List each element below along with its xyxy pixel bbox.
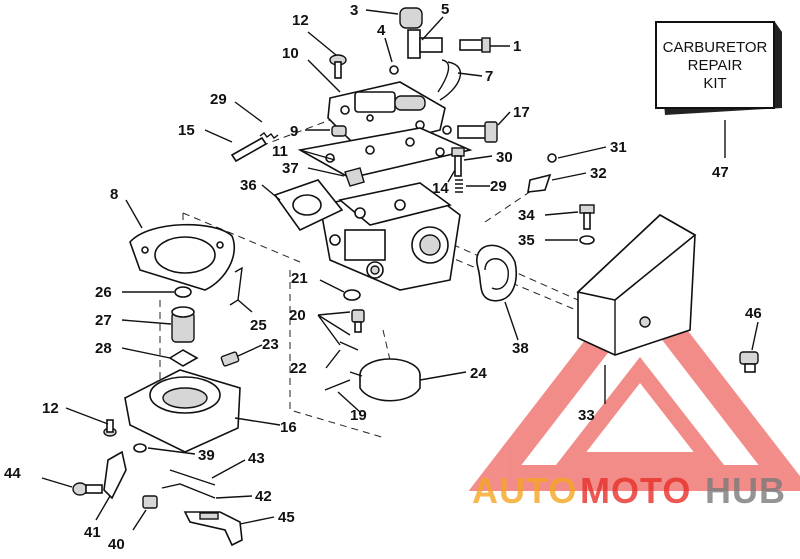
screw-part-23: [220, 351, 240, 367]
washer-part-35: [579, 235, 595, 245]
bolt-part-17: [442, 121, 498, 143]
gasket-part-36: [273, 179, 344, 232]
callout-14: 14: [432, 180, 449, 197]
link-part-25: [229, 266, 243, 306]
bushing-part-40: [142, 495, 158, 509]
callout-16: 16: [280, 419, 297, 436]
screw-part-31: [547, 153, 557, 163]
link-rod-part-7: [439, 61, 462, 101]
spring-part-29-right: [455, 179, 463, 193]
watermark-auto: AUTO: [472, 470, 577, 511]
callout-23: 23: [262, 336, 279, 353]
watermark-moto: MOTO: [580, 470, 691, 511]
needle-valve-part-15: [230, 132, 279, 163]
gasket-part-28: [168, 349, 199, 367]
pin-part-22: [339, 341, 359, 351]
jet-part-20: [351, 309, 365, 333]
gasket-part-38: [476, 244, 517, 302]
callout-43: 43: [248, 450, 265, 467]
callout-41: 41: [84, 524, 101, 541]
callout-40: 40: [108, 536, 125, 553]
callout-numbers: 1 3 4 5 7 8 9 10 11 12 12 14 15 16 17 19…: [4, 1, 762, 553]
callout-12-top: 12: [292, 12, 309, 29]
nut-part-37: [344, 167, 365, 187]
screw-part-12-bottom: [103, 419, 117, 437]
callout-5: 5: [441, 1, 449, 18]
valve-part-9: [331, 125, 347, 137]
callout-31: 31: [610, 139, 627, 156]
callout-20: 20: [289, 307, 306, 324]
callout-33: 33: [578, 407, 595, 424]
lever-part-41: [103, 450, 127, 500]
float-bowl-part-16: [124, 369, 241, 453]
nozzle-part-27: [171, 306, 195, 343]
callout-38: 38: [512, 340, 529, 357]
callout-26: 26: [95, 284, 112, 301]
throttle-arm-part: [399, 7, 450, 93]
callout-10: 10: [282, 45, 299, 62]
choke-knob-part-45: [183, 511, 243, 547]
callout-35: 35: [518, 232, 535, 249]
callout-3: 3: [350, 2, 358, 19]
screw-part-34: [579, 204, 595, 230]
callout-22: 22: [290, 360, 307, 377]
callout-25: 25: [250, 317, 267, 334]
callout-32: 32: [590, 165, 607, 182]
watermark-logo: [468, 268, 800, 491]
air-silencer-part-33: [576, 214, 697, 356]
screw-part-12-top: [329, 54, 347, 79]
callout-17: 17: [513, 104, 530, 121]
plug-part-46: [739, 351, 759, 373]
callout-19: 19: [350, 407, 367, 424]
callout-46: 46: [745, 305, 762, 322]
callout-29-left: 29: [210, 91, 227, 108]
float-part-24: [349, 358, 421, 402]
callout-24: 24: [470, 365, 487, 382]
callout-1: 1: [513, 38, 521, 55]
callout-30: 30: [496, 149, 513, 166]
screw-part-1: [459, 37, 491, 53]
callout-37: 37: [282, 160, 299, 177]
callout-27: 27: [95, 312, 112, 329]
watermark-hub: HUB: [705, 470, 786, 511]
callout-42: 42: [255, 488, 272, 505]
callout-44: 44: [4, 465, 21, 482]
link-part-42: [161, 483, 216, 499]
screw-part-44: [72, 482, 103, 496]
kit-label-line2: REPAIR: [688, 57, 743, 74]
clip-part-32: [527, 173, 552, 193]
callout-12-bottom: 12: [42, 400, 59, 417]
washer-part-26: [174, 286, 192, 298]
carburetor-body: [319, 182, 461, 291]
o-ring-part-4: [389, 65, 399, 75]
screw-part-30: [451, 147, 465, 177]
callout-45: 45: [278, 509, 295, 526]
callout-34: 34: [518, 207, 535, 224]
callout-28: 28: [95, 340, 112, 357]
leader-lines: [41, 9, 759, 531]
callout-36: 36: [240, 177, 257, 194]
callout-15: 15: [178, 122, 195, 139]
washer-part-21: [343, 289, 361, 301]
pin-part-19: [324, 379, 351, 391]
watermark-text: AUTO MOTO HUB: [472, 470, 786, 511]
gasket-part-8: [129, 223, 236, 291]
kit-label-line1: CARBURETOR: [663, 39, 768, 56]
callout-9: 9: [290, 123, 298, 140]
callout-47: 47: [712, 164, 729, 181]
callout-8: 8: [110, 186, 118, 203]
callout-21: 21: [291, 270, 308, 287]
rod-part-43: [169, 469, 216, 486]
callout-29-right: 29: [490, 178, 507, 195]
repair-kit-box: CARBURETOR REPAIR KIT: [655, 21, 782, 115]
kit-label-line3: KIT: [703, 75, 726, 92]
callout-39: 39: [198, 447, 215, 464]
washer-part-39: [133, 443, 147, 453]
callout-11: 11: [272, 143, 288, 160]
callout-7: 7: [485, 68, 493, 85]
gasket-part-11: [297, 127, 473, 179]
callout-4: 4: [377, 22, 386, 39]
